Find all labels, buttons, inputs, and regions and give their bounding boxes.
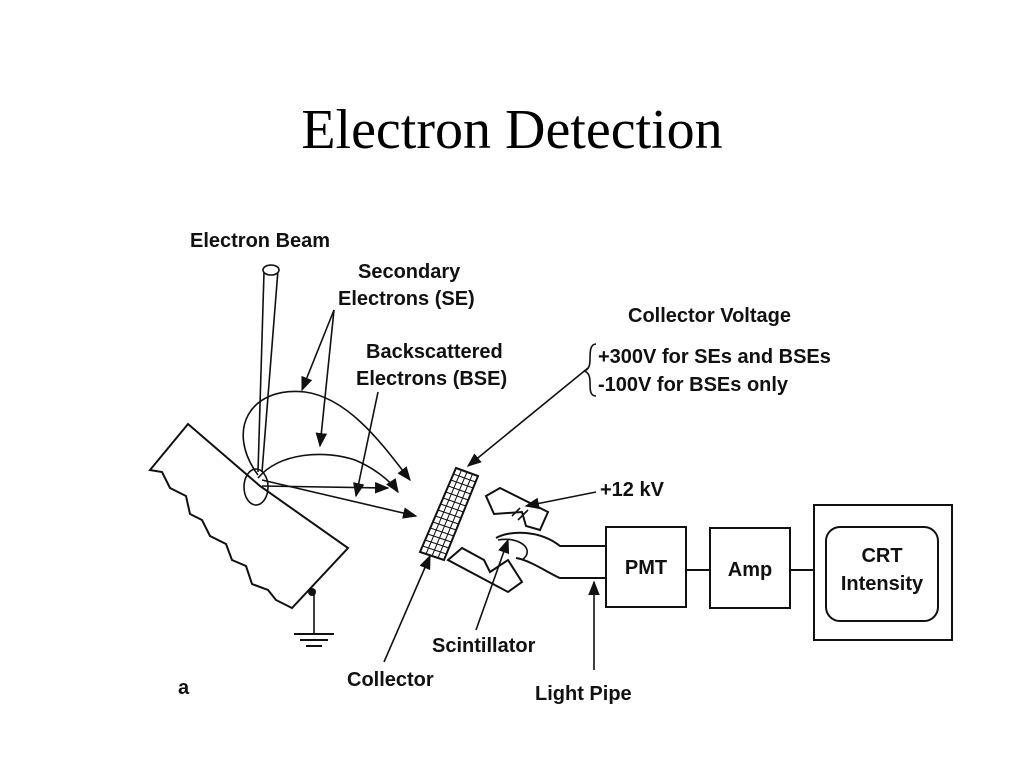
backscattered-label-1: Backscattered [366,341,503,363]
secondary-label-2: Electrons (SE) [338,288,475,310]
collector-grid [418,466,480,562]
secondary-label-1: Secondary [358,261,461,283]
voltage-option-2: -100V for BSEs only [598,374,789,396]
collector-label: Collector [347,669,434,691]
collector-voltage-label: Collector Voltage [628,305,791,327]
voltage-brace [583,343,597,397]
light-pipe-label: Light Pipe [535,683,632,705]
amp-box [709,527,791,609]
interaction-volume [243,468,269,506]
electron-beam-label: Electron Beam [190,230,330,252]
pmt-label: PMT [625,557,667,579]
voltage-option-1: +300V for SEs and BSEs [598,346,831,368]
crt-label-1: CRT [861,545,902,567]
backscattered-label-2: Electrons (BSE) [356,368,507,390]
ground-symbol [294,588,334,647]
crt-screen [825,526,939,622]
slide-title: Electron Detection [301,99,723,161]
scintillator-label: Scintillator [432,635,536,657]
panel-letter: a [178,677,190,699]
amp-label: Amp [728,559,772,581]
light-pipe-shape [495,531,606,579]
pmt-box [605,526,687,608]
se-trajectory-upper [242,390,411,482]
electron-beam-cone [257,264,280,473]
specimen [148,422,350,610]
se-trajectory-lower [257,453,399,494]
high-voltage-label: +12 kV [600,479,665,501]
crt-label-2: Intensity [841,573,924,595]
